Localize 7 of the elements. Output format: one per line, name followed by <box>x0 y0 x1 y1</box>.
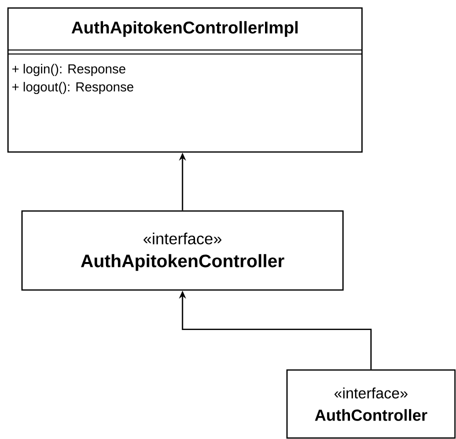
method-text: + login(): Response <box>12 64 126 76</box>
class-name: AuthApitokenControllerImpl <box>72 21 298 37</box>
interface-name: AuthApitokenController <box>80 254 284 271</box>
interface-name: AuthController <box>314 409 428 421</box>
method-text: + logout(): Response <box>12 82 134 94</box>
stereotype-label: «interface» <box>334 387 408 398</box>
stereotype-label: «interface» <box>144 232 222 244</box>
